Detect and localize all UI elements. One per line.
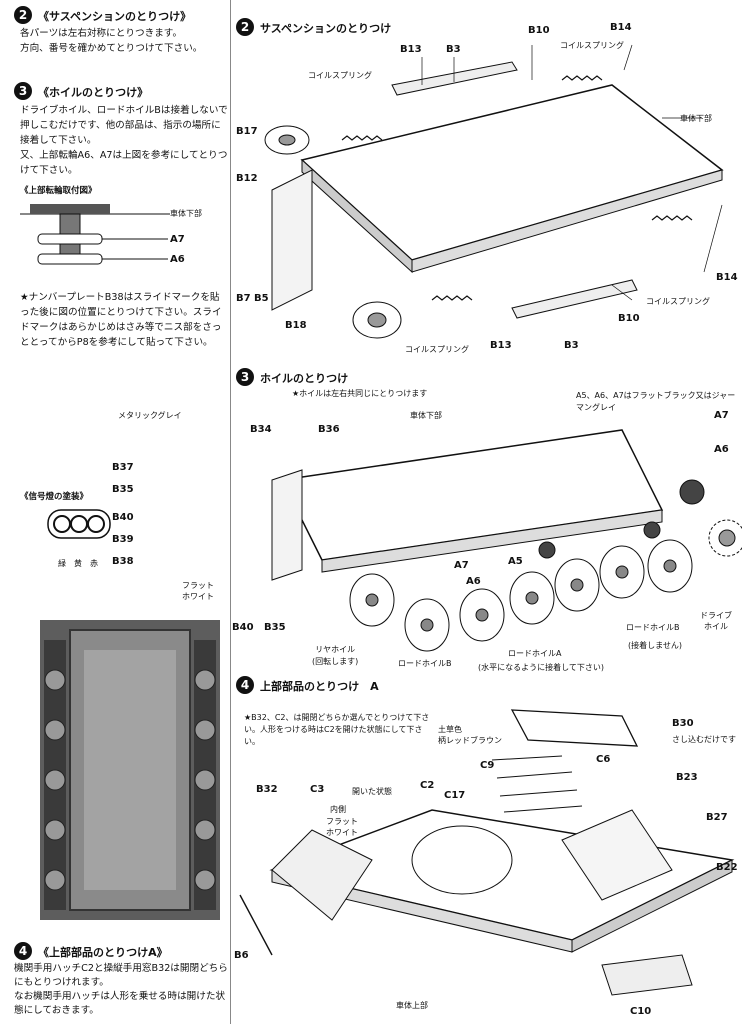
p4-c6: C6 [596,754,611,765]
panel-2-badge: 2 [236,18,254,36]
p3-a6b: A6 [466,576,481,587]
p3-b40b: B40 [232,622,254,633]
p4-b23: B23 [676,772,698,783]
p4-open-state: 開いた状態 [352,787,392,796]
idler-a6-label: A6 [170,254,185,265]
idler-hull-label: 車体下部 [170,209,202,218]
p4-c3: C3 [310,784,325,795]
p3-roadwheel-b2: ロードホイルB [626,623,680,632]
p3-b39: B39 [112,534,134,545]
p2-coil-b: コイルスプリング [308,71,372,80]
step-2-badge: 2 [14,6,32,24]
step-4-instructions: 機関手用ハッチC2と操縦手用窓B32は開閉どちらにもとりつけれます。 なお機関手… [14,963,228,1016]
upper-hull-diagram [239,709,735,996]
p3-b37: B37 [112,462,134,473]
p3-roadwheel-b: ロードホイルB [398,659,452,668]
step-4-badge: 4 [14,942,32,960]
p2-b14b: B14 [716,272,738,283]
p2-b13b: B13 [490,340,512,351]
p4-b27: B27 [706,812,728,823]
p4-earth-color: 土草色 柄レッドブラウン [438,725,502,745]
p2-hull: 車体下部 [680,114,712,123]
p3-roadwheel-b2-note: (接着しません) [628,641,683,650]
p4-b30-note: さし込むだけです [672,735,736,744]
p2-coil-a: コイルスプリング [560,41,624,50]
p2-b7b5: B7 B5 [236,293,269,304]
step-2-title: 《サスペンションのとりつけ》 [38,10,192,23]
p3-roadwheel-a-note: (水平になるように接着して下さい) [478,663,605,672]
panel-2-title: サスペンションのとりつけ [260,22,392,35]
p2-b13a: B13 [400,44,422,55]
p3-b36: B36 [318,424,340,435]
p3-metallic: メタリックグレイ [118,411,182,420]
panel-3-subtitle: ★ホイルは左右共同じにとりつけます [292,389,428,398]
panel-4-note: ★B32、C2、は開閉どちらか選んでとりつけて下さい。人形をつける時はC2を開け… [244,713,430,746]
signal-green-label: 緑 [58,559,66,568]
panel-3-title: ホイルのとりつけ [260,372,349,385]
signal-light-diagram [47,509,111,539]
step-3-title: 《ホイルのとりつけ》 [38,86,149,99]
p4-c17: C17 [444,790,466,801]
panel-3-paint-note: A5、A6、A7はフラットブラック又はジャーマングレイ [576,391,736,412]
p3-b35b: B35 [264,622,286,633]
p2-b10a: B10 [528,25,550,36]
p3-flat-white: フラット ホワイト [182,581,214,601]
number-plate-note: ★ナンバープレートB38はスライドマークを貼った後に図の位置にとりつけて下さい。… [20,292,222,348]
step-2-instructions: 各パーツは左右対称にとりつきます。 方向、番号を確かめてとりつけて下さい。 [20,28,203,54]
step-3-instructions: ドライブホイル、ロードホイルBは接着しないで押しこむだけです、他の部品は、指示の… [20,105,228,176]
p3-b40a: B40 [112,512,134,523]
p4-b30: B30 [672,718,694,729]
p3-b34: B34 [250,424,272,435]
p3-idler: リヤホイル (回転します) [312,645,359,666]
p4-hull-upper: 車体上部 [396,1001,428,1010]
panel-4-title: 上部部品のとりつけ A [260,680,379,693]
p2-b17: B17 [236,126,258,137]
p3-a7b: A7 [454,560,469,571]
p4-c2: C2 [420,780,435,791]
p2-coil-c: コイルスプリング [646,297,710,306]
p2-coil-d: コイルスプリング [405,345,469,354]
signal-light-title: 《信号燈の塗装》 [20,492,89,502]
p3-b35a: B35 [112,484,134,495]
p4-c9: C9 [480,760,495,771]
panel-3-badge: 3 [236,368,254,386]
p3-drive-wheel: ドライブ ホイル [700,611,732,631]
suspension-diagram [264,44,724,339]
p2-b10b: B10 [618,313,640,324]
p4-c10: C10 [630,1006,652,1017]
p2-b12: B12 [236,173,258,184]
p3-a5: A5 [508,556,523,567]
signal-yellow-label: 黄 [74,559,82,568]
idler-figure-title: 《上部転輪取付図》 [20,186,97,196]
p2-b3a: B3 [446,44,461,55]
step-4-title: 《上部部品のとりつけA》 [38,946,168,959]
p4-b22: B22 [716,862,738,873]
p3-hull: 車体下部 [410,411,442,420]
p4-inner: 内側 [330,805,346,814]
p2-b18: B18 [285,320,307,331]
p4-b32: B32 [256,784,278,795]
p4-b6: B6 [234,950,249,961]
p3-b38: B38 [112,556,134,567]
p2-b3b: B3 [564,340,579,351]
p3-roadwheel-a: ロードホイルA [508,649,562,658]
panel-4-badge: 4 [236,676,254,694]
p2-b14a: B14 [610,22,632,33]
wheel-diagram [271,429,742,652]
column-divider [230,0,231,1024]
p4-flat-white: フラット ホワイト [326,817,358,837]
p3-a7: A7 [714,410,729,421]
assembled-hull-photo [40,620,220,920]
idler-mount-diagram [20,204,170,265]
step-3-badge: 3 [14,82,32,100]
idler-a7-label: A7 [170,234,185,245]
p3-a6: A6 [714,444,729,455]
signal-red-label: 赤 [90,559,98,568]
